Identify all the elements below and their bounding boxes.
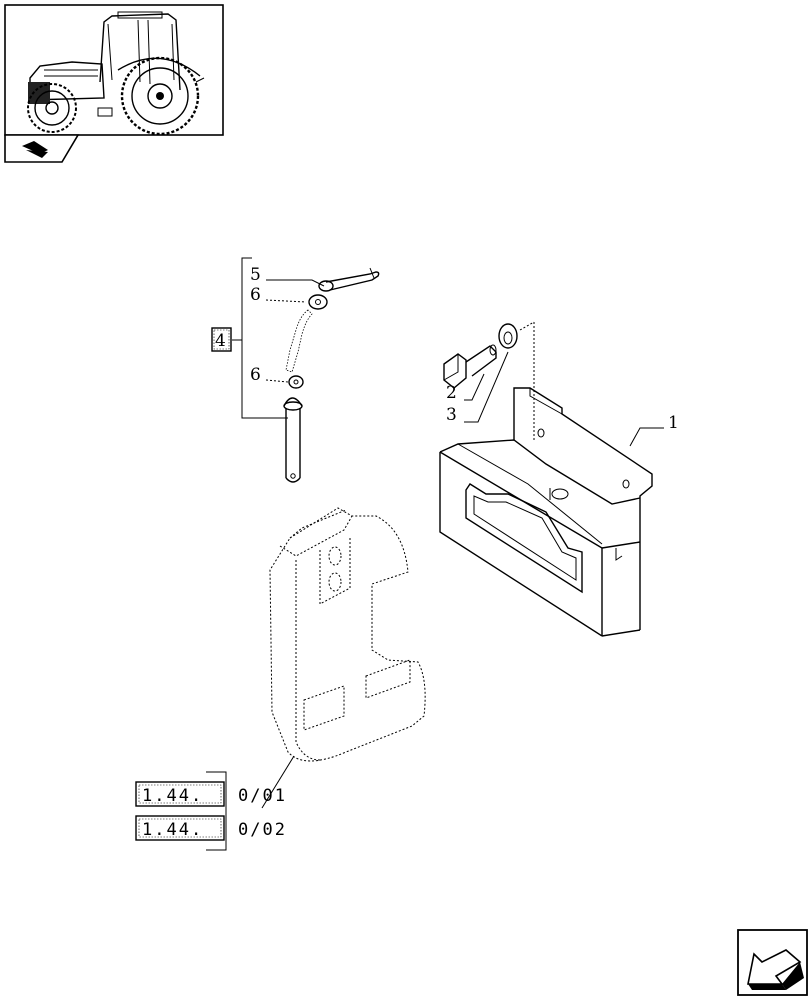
washer: [498, 323, 518, 349]
callout-6a: 6: [250, 285, 261, 305]
callout-1: 1: [668, 413, 679, 433]
bolt: [443, 344, 497, 389]
reference-1: 1.44. 0/01: [135, 781, 287, 807]
ballast-weight: [269, 507, 426, 762]
spring-clip: [318, 267, 380, 292]
reference-1-box: 1.44.: [142, 786, 203, 806]
kit-bracket: 4: [211, 257, 288, 419]
callout-6b: 6: [250, 365, 261, 385]
kit-number-box: [211, 327, 232, 352]
reference-2: 1.44. 0/02: [135, 815, 287, 841]
callout-5: 5: [250, 265, 261, 285]
reference-2-suffix: 0/02: [238, 820, 287, 840]
split-ring-upper: [308, 294, 328, 310]
section-marker-icon: [4, 134, 80, 163]
reference-2-box: 1.44.: [142, 820, 203, 840]
split-ring-lower: [288, 375, 304, 389]
ballast-support: [439, 387, 653, 637]
reference-1-suffix: 0/01: [238, 786, 287, 806]
callout-2: 2: [446, 383, 457, 403]
callout-3: 3: [446, 405, 457, 425]
callout-4: 4: [215, 331, 226, 351]
tractor-thumbnail-icon: [4, 4, 224, 136]
next-page-arrow-icon[interactable]: [737, 929, 808, 996]
chain: [285, 309, 313, 373]
reference-block: 1.44. 0/01 1.44. 0/02: [135, 771, 287, 851]
ballast-pin: [283, 397, 303, 483]
